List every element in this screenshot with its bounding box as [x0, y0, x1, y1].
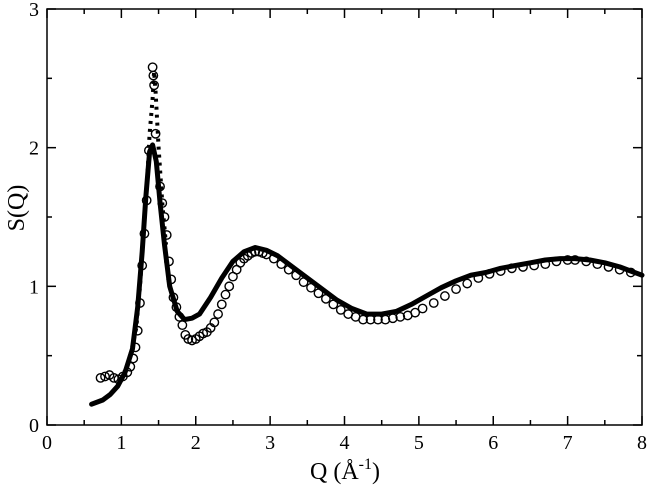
data-point-circle — [473, 273, 484, 283]
data-point-circle — [428, 298, 439, 308]
data-point-circle — [451, 284, 461, 295]
data-point-circle — [135, 298, 145, 308]
series-solid-line — [89, 142, 645, 407]
x-tick-label: 7 — [563, 432, 573, 454]
data-point-circle — [291, 270, 302, 281]
x-tick-label: 1 — [116, 432, 126, 454]
data-point-circle — [109, 372, 119, 383]
data-point-circle — [562, 255, 573, 265]
data-point-circle — [268, 253, 279, 264]
data-point-circle — [276, 259, 287, 270]
data-point-circle — [130, 342, 141, 353]
data-point-circle — [177, 320, 188, 331]
data-point-circle — [209, 317, 220, 328]
data-point-circle — [417, 303, 428, 314]
data-point-circle — [143, 145, 154, 156]
data-point-circle — [159, 212, 170, 222]
series-layer — [89, 62, 645, 407]
data-point-circle — [410, 307, 421, 318]
data-point-circle — [149, 80, 160, 91]
data-point-circle — [321, 293, 331, 304]
data-point-circle — [529, 260, 540, 271]
data-point-circle — [603, 262, 614, 272]
data-point-circle — [137, 260, 148, 271]
x-tick-label: 4 — [340, 432, 350, 454]
plot-frame — [46, 8, 643, 426]
data-point-circle — [128, 353, 139, 364]
data-point-circle — [614, 264, 625, 275]
data-point-circle — [95, 372, 106, 383]
data-point-circle — [283, 264, 294, 275]
data-point-circle — [171, 302, 182, 313]
data-point-circle — [161, 230, 172, 240]
data-point-circle — [224, 281, 235, 292]
data-point-circle — [164, 256, 174, 267]
x-tick-label: 3 — [265, 432, 275, 454]
data-point-circle — [100, 371, 110, 382]
x-tick-label: 5 — [414, 432, 424, 454]
data-point-circle — [147, 62, 158, 73]
y-tick-label: 0 — [29, 415, 39, 437]
x-axis-label-sup: -1 — [359, 456, 372, 473]
y-tick-label: 3 — [29, 0, 39, 21]
data-point-circle — [495, 266, 506, 276]
data-point-circle — [132, 325, 143, 336]
y-axis-label: S(Q) — [4, 185, 30, 232]
data-point-circle — [373, 314, 383, 325]
data-point-circle — [518, 262, 528, 272]
data-point-circle — [380, 314, 391, 325]
y-tick-label: 2 — [29, 138, 39, 160]
series-dotted-line — [126, 71, 168, 364]
data-point-circle — [220, 289, 231, 300]
data-point-circle — [551, 256, 562, 267]
data-point-circle — [387, 313, 398, 324]
data-point-circle — [540, 259, 551, 270]
x-tick-label: 8 — [637, 432, 647, 454]
axis-ticks: 0 1 2 3 4 5 6 7 8 0 1 2 3 — [29, 0, 647, 454]
data-point-circle — [592, 259, 603, 270]
data-point-circle — [395, 311, 406, 322]
data-point-circle — [141, 195, 152, 206]
x-tick-label: 2 — [191, 432, 201, 454]
data-point-circle — [570, 255, 580, 265]
data-point-circle — [462, 278, 473, 289]
data-point-circle — [440, 291, 450, 301]
x-axis-label-main: Q (Å — [310, 459, 359, 485]
data-point-circle — [155, 181, 165, 192]
data-point-circle — [358, 314, 368, 325]
data-point-circle — [365, 314, 376, 325]
x-tick-label: 6 — [488, 432, 498, 454]
data-point-circle — [298, 277, 309, 288]
data-point-circle — [335, 305, 346, 315]
data-point-circle — [581, 256, 592, 267]
data-point-circle — [306, 282, 316, 293]
data-point-circle — [625, 267, 636, 278]
data-point-circle — [168, 292, 179, 303]
data-point-circle — [166, 274, 177, 285]
data-point-circle — [213, 309, 223, 319]
data-point-circle — [216, 299, 227, 310]
data-point-circle — [139, 228, 150, 239]
data-point-circle — [157, 198, 168, 209]
data-point-circle — [122, 367, 133, 378]
data-point-circle — [250, 246, 261, 257]
data-point-circle — [148, 70, 159, 81]
data-point-circle — [313, 288, 324, 299]
data-point-circle — [125, 361, 136, 372]
data-point-circle — [174, 311, 185, 322]
x-tick-label: 0 — [42, 432, 52, 454]
plot-axes — [46, 8, 643, 426]
x-axis-label-close: ) — [372, 459, 380, 485]
data-point-circle — [150, 128, 161, 139]
data-point-circle — [506, 263, 517, 274]
y-tick-label: 1 — [29, 276, 39, 298]
data-point-circle — [261, 249, 272, 260]
data-point-circle — [328, 299, 339, 310]
x-axis-label: Q (Å-1) — [310, 456, 380, 485]
data-point-circle — [484, 268, 495, 279]
